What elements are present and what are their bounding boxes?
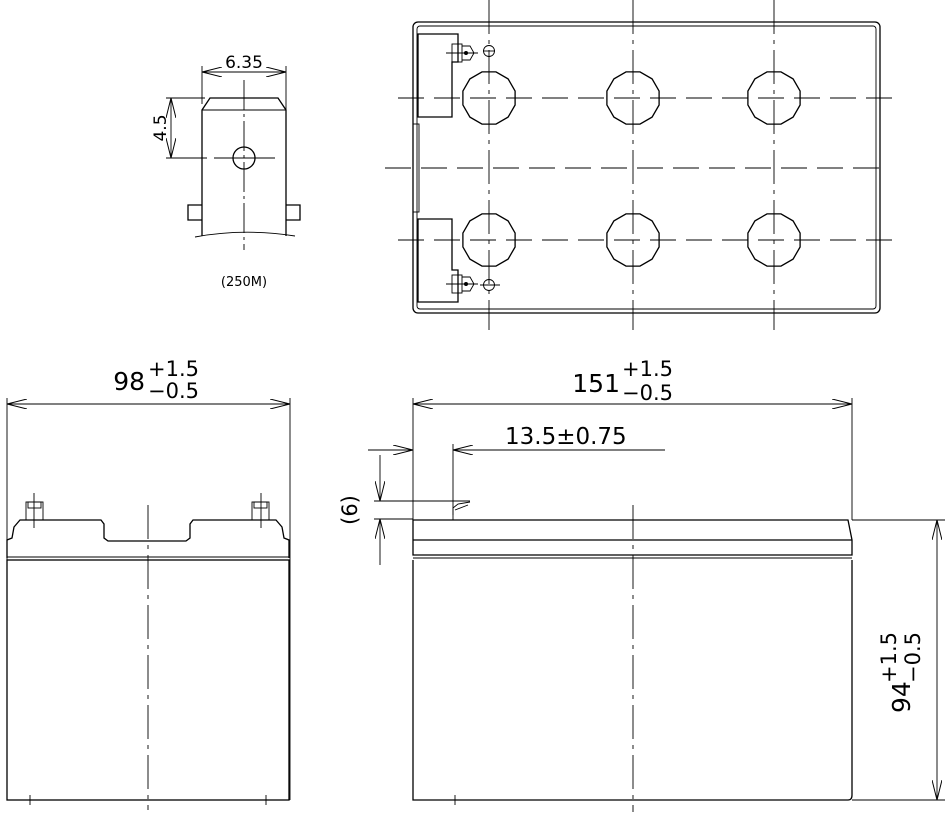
dimension-13-5: 13.5±0.75 (505, 424, 627, 450)
dimension-151-tol-minus: −0.5 (622, 381, 673, 405)
dimension-94-tol-plus: +1.5 (877, 632, 901, 683)
terminal-type-label: (250M) (221, 275, 267, 290)
dimension-4-5: 4.5 (151, 114, 171, 141)
dimension-94-tol-minus: −0.5 (901, 632, 925, 683)
dimension-151: 151 (572, 369, 620, 398)
vent-cap (747, 71, 801, 125)
dimension-98-tol-minus: −0.5 (148, 379, 199, 403)
dimension-151-tol-plus: +1.5 (622, 357, 673, 381)
vent-cap (606, 213, 660, 267)
negative-terminal (446, 274, 500, 294)
vent-cap (747, 213, 801, 267)
top-view (385, 0, 895, 330)
front-view: 98 +1.5 −0.5 (6, 357, 291, 810)
dimension-94: 94 (887, 681, 916, 713)
cell-vent-caps (462, 71, 801, 267)
vent-cap (462, 213, 516, 267)
dimension-6-35: 6.35 (225, 53, 263, 73)
dimension-98-tol-plus: +1.5 (148, 357, 199, 381)
vent-cap (462, 71, 516, 125)
dimension-98: 98 (113, 367, 145, 396)
vent-cap (606, 71, 660, 125)
side-view: 151 +1.5 −0.5 13.5±0.75 (6) 94 +1.5 −0.5 (338, 357, 945, 812)
dimension-6: (6) (338, 495, 362, 525)
positive-terminal (446, 43, 495, 63)
terminal-detail-view: 6.35 4.5 (250M) (151, 53, 301, 290)
